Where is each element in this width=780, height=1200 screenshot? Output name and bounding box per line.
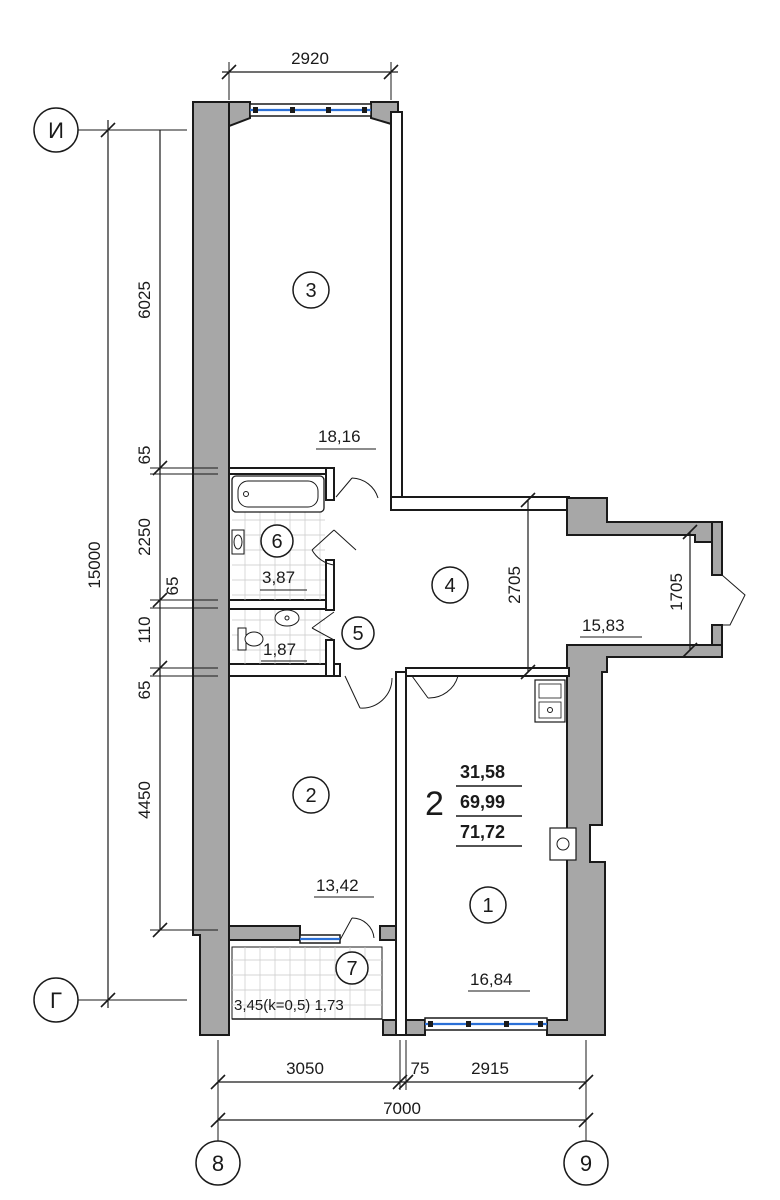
bathroom-partition [228, 467, 331, 475]
balcony-right-wall [711, 521, 723, 576]
axis-label-top: И [48, 118, 64, 143]
dim-bottom-3050: 3050 [286, 1059, 324, 1078]
room2-bottom-wall [228, 925, 301, 941]
room7-number: 7 [346, 958, 357, 980]
door-room3 [335, 477, 379, 499]
windows [249, 103, 548, 1031]
room3-area: 18,16 [318, 427, 361, 446]
wc-right-wall [325, 639, 335, 677]
dim-left-upper: 6025 [135, 281, 154, 319]
dim-bottom-total: 7000 [383, 1099, 421, 1118]
room2-number: 2 [305, 785, 316, 807]
apartment-rooms-count: 2 [425, 785, 444, 823]
axis-label-bottom: Г [50, 988, 62, 1013]
apartment-total-area: 69,99 [460, 792, 505, 812]
room2-bottom-wall-right [379, 925, 397, 941]
room-labels: 3 18,16 6 3,87 5 1,87 4 15,83 2 13,42 1 … [234, 271, 642, 1014]
room4-number: 4 [444, 575, 455, 597]
kitchen-sink [534, 679, 566, 723]
room1-area: 16,84 [470, 970, 513, 989]
apartment-living-area: 31,58 [460, 762, 505, 782]
room2-kitchen-wall [395, 671, 407, 1036]
window-room2-loggia [299, 934, 341, 944]
bath-right-wall [325, 467, 335, 501]
kitchen-stove [549, 827, 577, 861]
room3-right-wall [390, 111, 403, 504]
door-loggia [339, 917, 375, 941]
dim-corridor: 2705 [505, 566, 524, 604]
dim-left-110: 110 [135, 616, 154, 643]
room7-area: 3,45(k=0,5) 1,73 [234, 997, 344, 1014]
door-balcony [721, 574, 746, 626]
dim-left-2250: 2250 [135, 518, 154, 556]
room6-area: 3,87 [262, 568, 295, 587]
dim-balcony: 1705 [667, 573, 686, 611]
doors [311, 477, 746, 941]
dimension-labels: 2920 6025 15000 65 2250 65 110 65 4450 3… [85, 49, 686, 1118]
right-upper-block [566, 497, 723, 543]
room4-area: 15,83 [582, 616, 625, 635]
door-wc [311, 611, 335, 641]
dim-left-4450: 4450 [135, 781, 154, 819]
corridor-low-wall [405, 667, 570, 677]
dimension-lines [100, 62, 698, 1128]
walls [192, 101, 723, 1036]
dim-top: 2920 [291, 49, 329, 68]
room5-area: 1,87 [263, 640, 296, 659]
window-kitchen [424, 1017, 548, 1031]
bathroom-divider [228, 599, 331, 610]
room3-top-wall [228, 101, 251, 128]
dim-bottom-75: 75 [411, 1059, 430, 1078]
door-kitchen [411, 675, 459, 699]
room1-number: 1 [482, 895, 493, 917]
apartment-summary: 2 31,58 69,99 71,72 [425, 762, 522, 847]
dim-left-total: 15000 [85, 541, 104, 588]
bathroom-sink [231, 529, 245, 555]
axes: И Г 8 9 [33, 107, 609, 1186]
axis-label-right: 9 [580, 1151, 592, 1176]
room2-area: 13,42 [316, 876, 359, 895]
door-bathroom [311, 529, 357, 566]
wc-bottom [228, 663, 341, 677]
apartment-total-with-balcony: 71,72 [460, 822, 505, 842]
left-exterior-wall [192, 101, 230, 1036]
window-room3 [249, 103, 372, 117]
axis-label-left: 8 [212, 1151, 224, 1176]
bathtub [231, 475, 325, 513]
room3-number: 3 [305, 280, 316, 302]
room6-number: 6 [271, 531, 282, 553]
dim-left-65c: 65 [135, 681, 154, 700]
wc-fixtures [237, 609, 300, 651]
corridor-top-wall [390, 496, 570, 511]
room5-number: 5 [352, 623, 363, 645]
door-room2 [344, 675, 393, 709]
dim-left-65a: 65 [135, 446, 154, 465]
bath-right-wall2 [325, 559, 335, 611]
dim-bottom-2915: 2915 [471, 1059, 509, 1078]
dim-left-65b: 65 [163, 577, 182, 596]
